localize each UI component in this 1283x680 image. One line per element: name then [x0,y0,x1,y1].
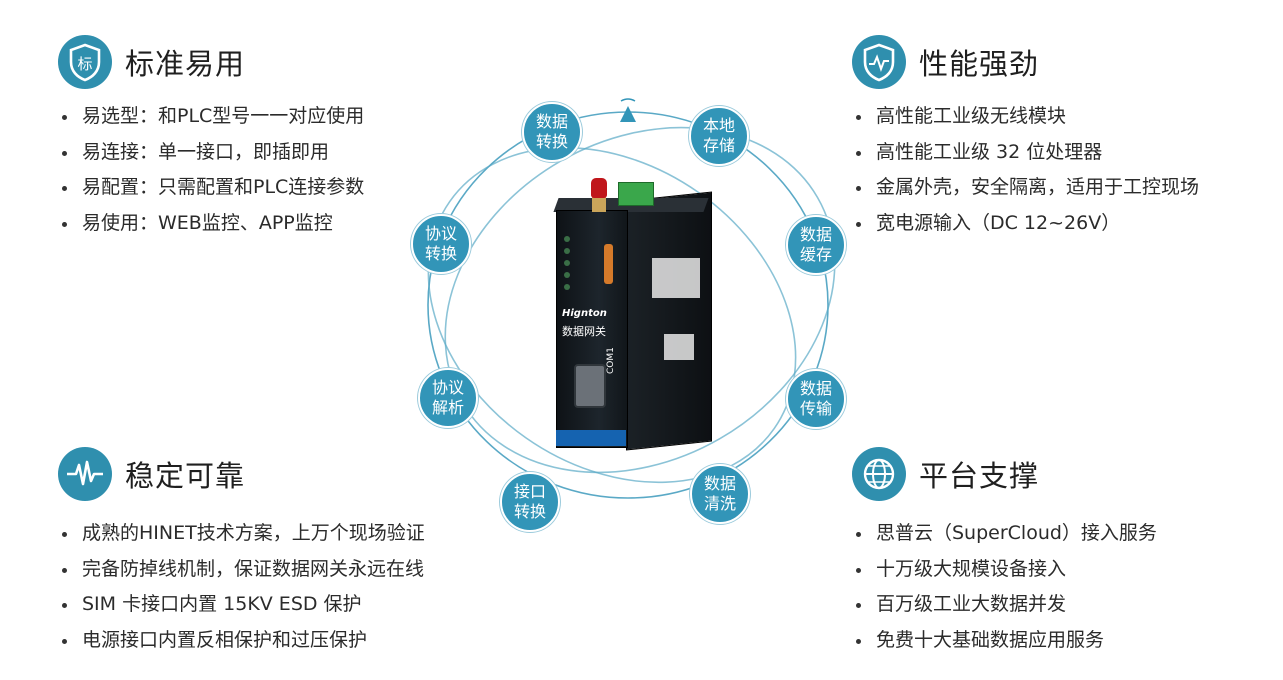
list-item: 金属外壳，安全隔离，适用于工控现场 [852,170,1199,206]
node-interface-conversion: 接口转换 [500,472,560,532]
feature-list: 思普云（SuperCloud）接入服务 十万级大规模设备接入 百万级工业大数据并… [852,516,1157,658]
node-data-conversion: 数据转换 [522,102,582,162]
node-local-storage: 本地存储 [689,106,749,166]
list-item: 免费十大基础数据应用服务 [852,623,1157,659]
list-item: 易连接：单一接口，即插即用 [58,135,364,171]
list-item: 易选型：和PLC型号一一对应使用 [58,99,364,135]
list-item: 宽电源输入（DC 12~26V） [852,206,1199,242]
device-brand: Hignton [562,308,607,319]
gateway-device-image: Hignton 数据网关 COM1 [548,178,718,451]
list-item: 高性能工业级 32 位处理器 [852,135,1199,171]
list-item: 十万级大规模设备接入 [852,552,1157,588]
list-item: 高性能工业级无线模块 [852,99,1199,135]
list-item: 思普云（SuperCloud）接入服务 [852,516,1157,552]
section-stable-reliable: 稳定可靠 成熟的HINET技术方案，上万个现场验证 完备防掉线机制，保证数据网关… [58,446,425,658]
section-platform-support: 平台支撑 思普云（SuperCloud）接入服务 十万级大规模设备接入 百万级工… [852,446,1157,658]
list-item: 易配置：只需配置和PLC连接参数 [58,170,364,206]
shield-pulse-icon [852,35,906,89]
node-data-cache: 数据缓存 [786,215,846,275]
section-title: 性能强劲 [919,47,1040,81]
section-title: 稳定可靠 [125,459,246,493]
power-terminal-icon [618,182,654,206]
svg-text:标: 标 [77,55,92,73]
globe-icon [852,447,906,501]
section-high-performance: 性能强劲 高性能工业级无线模块 高性能工业级 32 位处理器 金属外壳，安全隔离… [852,34,1199,241]
list-item: 电源接口内置反相保护和过压保护 [58,623,425,659]
feature-list: 易选型：和PLC型号一一对应使用 易连接：单一接口，即插即用 易配置：只需配置和… [58,99,364,241]
shield-badge-icon: 标 [58,35,112,89]
device-name: 数据网关 [562,325,606,338]
status-leds [564,236,570,296]
list-item: 易使用：WEB监控、APP监控 [58,206,364,242]
orbit-arrow-icon [620,106,636,122]
list-item: 成熟的HINET技术方案，上万个现场验证 [58,516,425,552]
section-title: 平台支撑 [919,459,1040,493]
node-protocol-conversion: 协议转换 [411,214,471,274]
list-item: 百万级工业大数据并发 [852,587,1157,623]
port-label: COM1 [606,347,616,374]
node-data-cleaning: 数据清洗 [690,464,750,524]
node-protocol-parsing: 协议解析 [418,368,478,428]
node-data-transfer: 数据传输 [786,369,846,429]
list-item: SIM 卡接口内置 15KV ESD 保护 [58,587,425,623]
antenna-icon [591,178,607,198]
heartbeat-icon [58,447,112,501]
list-item: 完备防掉线机制，保证数据网关永远在线 [58,552,425,588]
serial-port-icon [574,364,606,408]
feature-list: 高性能工业级无线模块 高性能工业级 32 位处理器 金属外壳，安全隔离，适用于工… [852,99,1199,241]
section-easy-to-use: 标 标准易用 易选型：和PLC型号一一对应使用 易连接：单一接口，即插即用 易配… [58,34,364,241]
feature-list: 成熟的HINET技术方案，上万个现场验证 完备防掉线机制，保证数据网关永远在线 … [58,516,425,658]
sim-slot [604,244,613,284]
section-title: 标准易用 [125,47,246,81]
